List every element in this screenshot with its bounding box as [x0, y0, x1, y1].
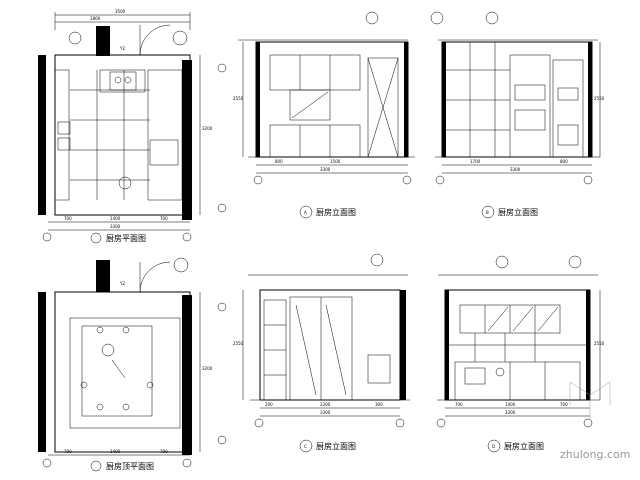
svg-text:B: B — [486, 210, 489, 215]
svg-text:3300: 3300 — [320, 410, 331, 415]
elevation-a: 800 1500 3300 2550 A 厨房立面图 — [233, 11, 415, 219]
svg-text:2300: 2300 — [320, 402, 331, 407]
elevation-a-title: 厨房立面图 — [316, 207, 356, 217]
elevation-d-title: 厨房立面图 — [504, 441, 544, 451]
svg-text:700: 700 — [160, 449, 168, 454]
svg-text:1800: 1800 — [90, 16, 101, 21]
elevation-d: 700 1400 700 3300 2550 D 厨房立面图 — [436, 255, 605, 453]
svg-text:3500: 3500 — [115, 9, 126, 14]
svg-text:300: 300 — [375, 402, 383, 407]
svg-text:700: 700 — [64, 449, 72, 454]
svg-text:3200: 3200 — [202, 126, 213, 131]
elevation-b: 1700 800 3300 2550 B 厨房立面图 — [430, 11, 605, 219]
svg-text:700: 700 — [560, 402, 568, 407]
ceiling-plan-title: 厨房顶平面图 — [106, 461, 154, 471]
svg-text:3300: 3300 — [110, 224, 121, 229]
svg-text:3200: 3200 — [202, 366, 213, 371]
svg-text:700: 700 — [160, 216, 168, 221]
svg-text:A: A — [304, 210, 307, 215]
svg-text:2550: 2550 — [233, 96, 244, 101]
elevation-c: 200 2300 300 3300 2550 C 厨房立面图 — [233, 253, 410, 453]
svg-text:200: 200 — [265, 402, 273, 407]
svg-text:C: C — [304, 444, 307, 449]
svg-text:1700: 1700 — [470, 159, 481, 164]
svg-text:700: 700 — [64, 216, 72, 221]
elevation-b-title: 厨房立面图 — [498, 207, 538, 217]
elevation-c-title: 厨房立面图 — [316, 441, 356, 451]
svg-text:700: 700 — [455, 402, 463, 407]
svg-text:Y2: Y2 — [119, 46, 125, 51]
svg-text:800: 800 — [560, 159, 568, 164]
svg-text:3300: 3300 — [510, 167, 521, 172]
watermark-text: zhulong.com — [560, 448, 630, 461]
svg-text:2550: 2550 — [594, 96, 605, 101]
svg-text:1400: 1400 — [110, 449, 121, 454]
svg-text:1500: 1500 — [330, 159, 341, 164]
svg-text:3300: 3300 — [320, 167, 331, 172]
svg-text:1400: 1400 — [505, 402, 516, 407]
watermark: zhulong.com — [560, 381, 630, 461]
svg-text:800: 800 — [275, 159, 283, 164]
svg-text:1400: 1400 — [110, 216, 121, 221]
svg-text:3300: 3300 — [505, 410, 516, 415]
svg-text:2550: 2550 — [594, 341, 605, 346]
svg-text:2550: 2550 — [233, 341, 244, 346]
svg-text:Y2: Y2 — [119, 281, 125, 286]
svg-text:D: D — [492, 444, 495, 449]
kitchen-ceiling-plan: Y2 700 1400 700 3200 厨房顶平面图 — [38, 257, 227, 472]
kitchen-plan-title: 厨房平面图 — [106, 233, 146, 243]
kitchen-floor-plan: 3500 1800 Y2 — [38, 9, 227, 244]
